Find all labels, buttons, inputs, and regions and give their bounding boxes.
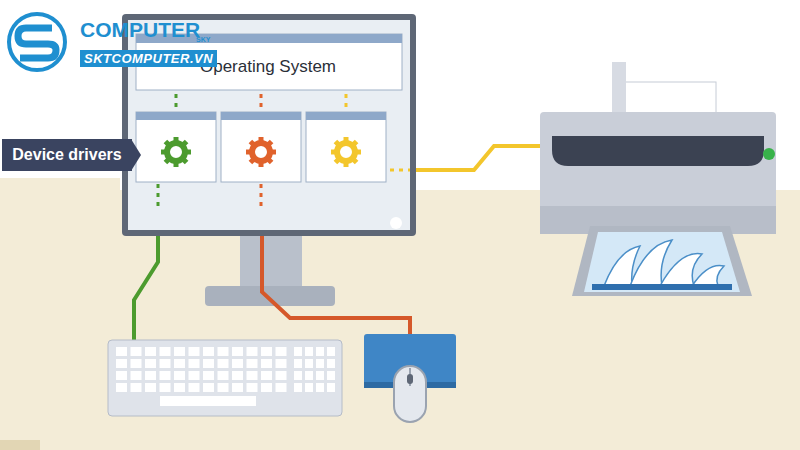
desk bbox=[0, 178, 800, 450]
mouse-wheel bbox=[407, 374, 413, 384]
printer-body bbox=[540, 112, 776, 234]
keyboard-cable bbox=[134, 236, 158, 342]
mouse-pad bbox=[364, 334, 456, 386]
printer-top-panel bbox=[552, 136, 764, 166]
gear-icon bbox=[331, 137, 361, 167]
printer-led bbox=[763, 148, 775, 160]
printed-picture bbox=[604, 240, 724, 286]
logo-s bbox=[18, 28, 56, 58]
driver-boxes bbox=[136, 112, 386, 182]
printed-base bbox=[592, 284, 732, 290]
callout-pointer bbox=[131, 139, 141, 171]
monitor-neck bbox=[240, 234, 302, 288]
keyboard-keys bbox=[116, 347, 335, 406]
printer-tray bbox=[572, 226, 752, 296]
callout-box: Device drivers bbox=[2, 139, 132, 171]
monitor-base bbox=[205, 286, 335, 306]
gear-icon bbox=[246, 137, 276, 167]
logo-subtext: SKY bbox=[196, 36, 210, 43]
printer-cable bbox=[416, 146, 545, 170]
gear-icon bbox=[161, 137, 191, 167]
logo-text: COMPUTER bbox=[80, 18, 200, 42]
power-button bbox=[390, 217, 402, 229]
printed-page bbox=[584, 232, 740, 292]
data-dots bbox=[158, 94, 410, 206]
desk-edge bbox=[0, 440, 40, 450]
logo-ring bbox=[9, 14, 65, 70]
monitor-frame bbox=[122, 14, 416, 236]
mouse bbox=[394, 366, 426, 422]
keyboard bbox=[108, 340, 342, 416]
node-text: Operating System bbox=[200, 57, 336, 77]
node-text: Device drivers bbox=[12, 146, 121, 164]
watermark: SKTCOMPUTER.VN bbox=[80, 50, 217, 67]
